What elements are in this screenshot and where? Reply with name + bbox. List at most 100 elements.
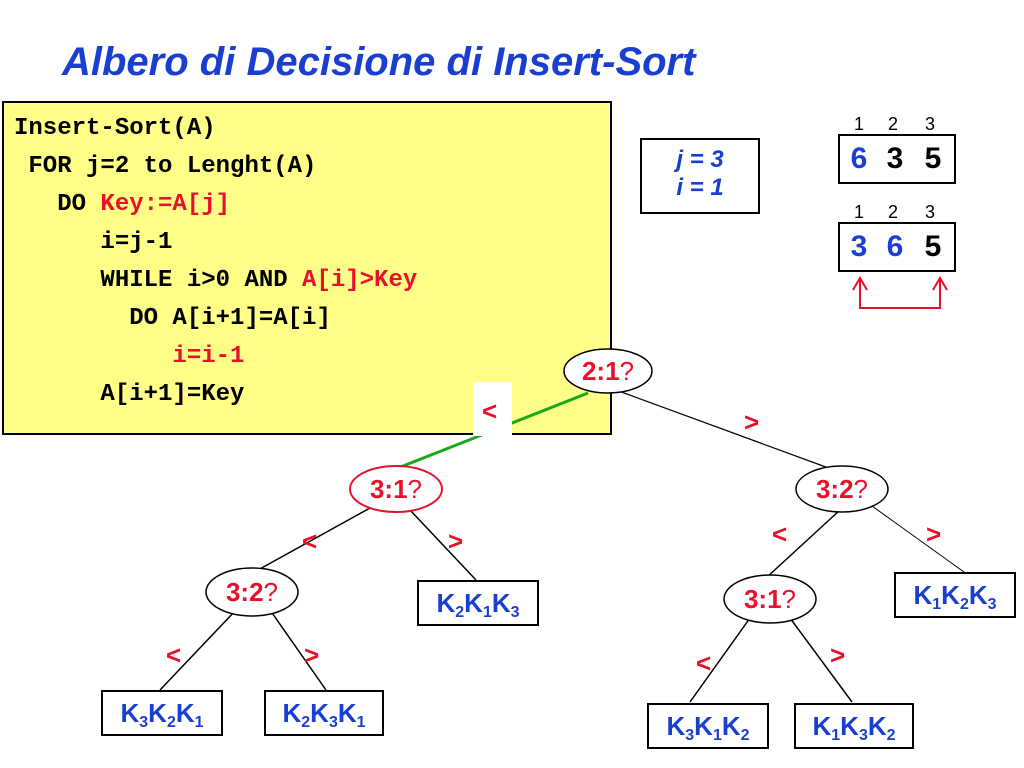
- edge-left-leftleft: [257, 507, 371, 571]
- node-rightleft-shape: [723, 574, 817, 624]
- edge-leftleft-leaf1: [159, 609, 237, 691]
- swap-arrow-icon: [852, 276, 948, 309]
- leaf-6-i2: 2: [959, 596, 969, 613]
- array-top-index-3: 3: [924, 114, 935, 134]
- code-line-7: i=i-1: [14, 343, 245, 370]
- leaf-1-k3: K: [175, 698, 195, 728]
- array-top-cell-1: 6: [850, 142, 868, 175]
- edge-label-leftleft-greater: >: [304, 640, 320, 670]
- code-line-3-prefix: DO: [14, 191, 101, 218]
- node-right-label: 3:2?: [796, 474, 888, 505]
- i-value: i = 1: [676, 174, 724, 201]
- leaf-5-k2: K: [840, 711, 859, 741]
- node-leftleft-cmp: 3:2: [225, 577, 264, 607]
- leaf-4-i2: 1: [712, 727, 722, 744]
- code-line-5-condition: A[i]>Key: [302, 267, 418, 294]
- edge-label-backdrop: [473, 382, 512, 436]
- array-top-cell-3: 5: [924, 142, 942, 175]
- leaf-3-i2: 1: [482, 604, 492, 621]
- leaf-2-k1: K: [282, 698, 302, 728]
- leaf-1-i3: 1: [194, 714, 204, 731]
- edge-label-root-less: <: [482, 396, 498, 426]
- j-value: j = 3: [676, 146, 724, 173]
- array-bottom-index-3: 3: [924, 202, 935, 222]
- leaf-4-k3: K: [721, 711, 741, 741]
- node-right-q: ?: [853, 474, 869, 504]
- edge-label-left-greater: >: [448, 526, 464, 556]
- array-bottom-cell-1: 3: [850, 230, 868, 263]
- leaf-1-i1: 3: [139, 714, 149, 731]
- node-leftleft-q: ?: [263, 577, 279, 607]
- array-top-index-1: 1: [853, 114, 864, 134]
- node-leftleft-shape: [205, 567, 299, 617]
- edge-label-rightleft-greater: >: [830, 640, 846, 670]
- leaf-4-i1: 3: [685, 727, 695, 744]
- array-top-index-2: 2: [887, 114, 898, 134]
- leaf-2-i1: 2: [301, 714, 311, 731]
- leaf-5-i3: 2: [886, 727, 896, 744]
- leaf-6-i3: 3: [987, 596, 997, 613]
- code-line-4: i=j-1: [14, 229, 173, 256]
- leaf-6-i1: 1: [932, 596, 942, 613]
- leaf-3: K2K1K3: [417, 580, 539, 626]
- array-bottom-cell-3: 5: [924, 230, 942, 263]
- leaf-2-k3: K: [337, 698, 357, 728]
- leaf-3-k2: K: [464, 588, 483, 618]
- leaf-4: K3K1K2: [647, 703, 769, 749]
- node-left-label: 3:1?: [350, 474, 442, 505]
- leaf-2-i2: 3: [328, 714, 338, 731]
- array-bottom-index-2: 2: [887, 202, 898, 222]
- code-line-5-prefix: WHILE i>0 AND: [14, 267, 303, 294]
- leaf-6-k3: K: [968, 580, 988, 610]
- code-line-3: DO Key:=A[j]: [14, 192, 230, 218]
- leaf-3-i3: 3: [510, 604, 520, 621]
- edge-leftleft-leaf2: [269, 609, 327, 691]
- leaf-4-i3: 2: [740, 727, 750, 744]
- node-rightleft-cmp: 3:1: [743, 584, 782, 614]
- node-rightleft-q: ?: [781, 584, 797, 614]
- node-root-q: ?: [619, 356, 635, 386]
- leaf-5: K1K3K2: [794, 703, 914, 749]
- leaf-1-i2: 2: [166, 714, 176, 731]
- leaf-5-k3: K: [867, 711, 887, 741]
- leaf-2: K2K3K1: [264, 690, 384, 736]
- leaf-2-i3: 1: [356, 714, 366, 731]
- edge-right-leaf6: [871, 505, 965, 573]
- leaf-5-k1: K: [812, 711, 832, 741]
- array-bottom-index-1: 1: [853, 202, 864, 222]
- array-bottom-cell-2: 6: [886, 230, 904, 263]
- node-left-shape: [349, 465, 443, 513]
- edge-label-leftleft-less: <: [166, 640, 182, 670]
- edge-rightleft-leaf4: [689, 617, 751, 703]
- edge-right-rightleft: [765, 509, 841, 579]
- code-line-8: A[i+1]=Key: [14, 381, 245, 408]
- code-line-1: Insert-Sort(A): [14, 115, 216, 142]
- edge-label-rightleft-less: <: [696, 648, 712, 678]
- node-left-q: ?: [407, 474, 423, 504]
- leaf-3-k3: K: [491, 588, 511, 618]
- node-rightleft-label: 3:1?: [724, 584, 816, 615]
- pseudocode-box: Insert-Sort(A) FOR j=2 to Lenght(A) DO K…: [2, 101, 612, 435]
- leaf-5-i2: 3: [858, 727, 868, 744]
- node-root-label: 2:1?: [564, 356, 652, 387]
- leaf-5-i1: 1: [831, 727, 841, 744]
- array-top-cell-2: 3: [886, 142, 904, 175]
- leaf-1-k1: K: [120, 698, 140, 728]
- leaf-6: K1K2K3: [894, 572, 1016, 618]
- node-right-shape: [795, 465, 889, 513]
- leaf-2-k2: K: [310, 698, 329, 728]
- edge-left-leaf3: [409, 509, 477, 581]
- code-line-5: WHILE i>0 AND A[i]>Key: [14, 268, 417, 294]
- leaf-4-k1: K: [666, 711, 686, 741]
- node-left-cmp: 3:1: [369, 474, 408, 504]
- edge-root-right: [615, 389, 835, 471]
- code-line-6: DO A[i+1]=A[i]: [14, 305, 331, 332]
- loop-state-box: j = 3 i = 1: [640, 138, 760, 214]
- edge-rightleft-leaf5: [789, 617, 853, 703]
- node-leftleft-label: 3:2?: [206, 577, 298, 608]
- edge-label-left-less: <: [302, 526, 318, 556]
- leaf-3-i1: 2: [455, 604, 465, 621]
- leaf-4-k2: K: [694, 711, 713, 741]
- slide-title: Albero di Decisione di Insert-Sort: [62, 40, 696, 84]
